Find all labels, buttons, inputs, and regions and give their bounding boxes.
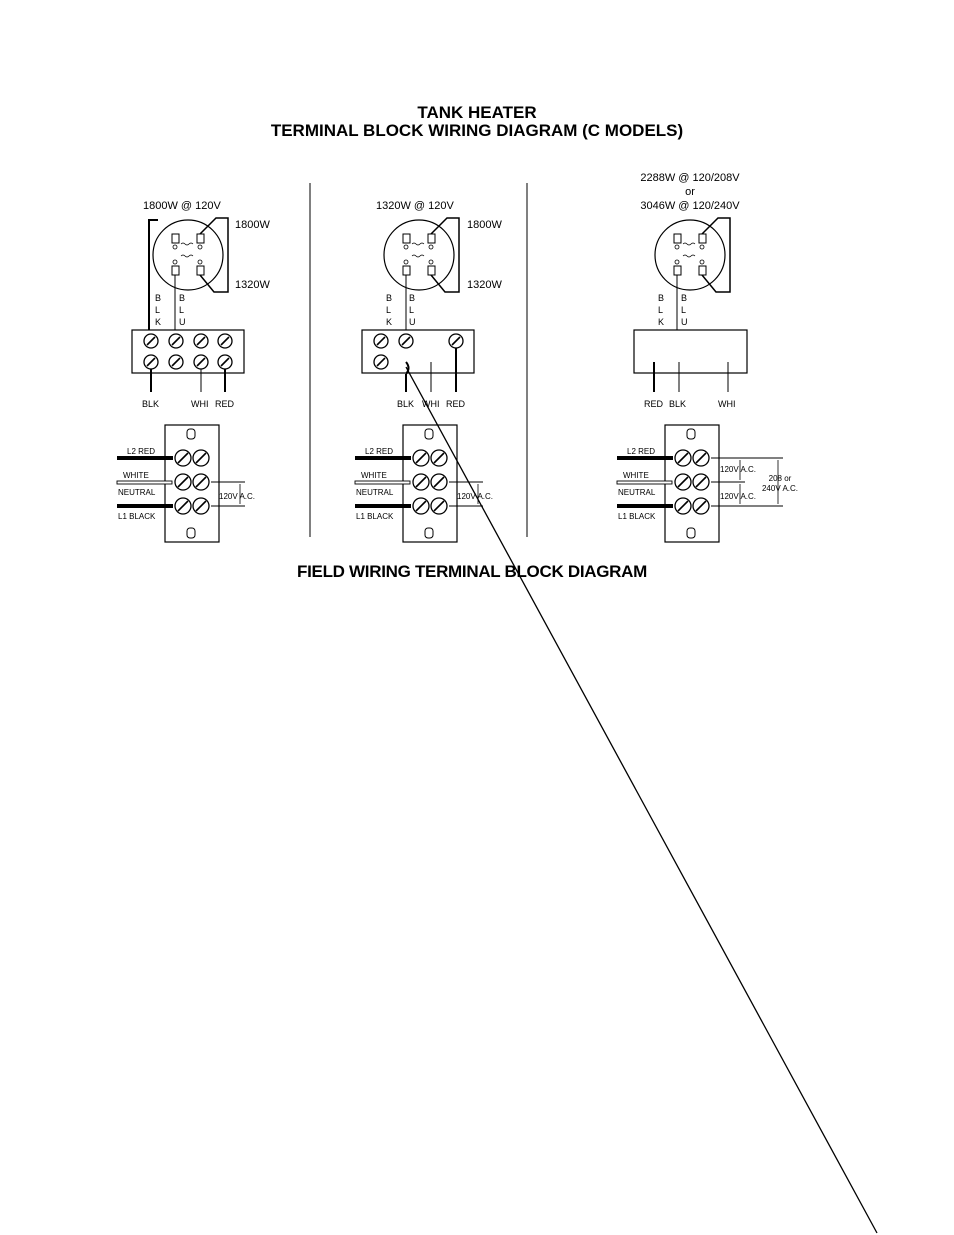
thermostat-dial bbox=[654, 219, 726, 291]
block-label: RED bbox=[215, 399, 235, 409]
field-wiring-3: L2 RED WHITE NEUTRAL L1 BLACK 120V A.C. … bbox=[616, 424, 798, 543]
voltage-label: 120V A.C. bbox=[219, 492, 255, 501]
field-wiring-title: FIELD WIRING TERMINAL BLOCK DIAGRAM bbox=[297, 562, 647, 581]
voltage-label: 120V A.C. bbox=[720, 492, 756, 501]
block-label: BLK bbox=[142, 399, 159, 409]
wire-label-neutral: NEUTRAL bbox=[118, 488, 156, 497]
block-label: RED bbox=[644, 399, 664, 409]
wire-label-l1: L1 BLACK bbox=[618, 512, 656, 521]
voltage-label: 120V A.C. bbox=[457, 492, 493, 501]
lead-letter: L bbox=[681, 305, 686, 315]
stray-line bbox=[405, 366, 878, 1234]
voltage-total-label: 208 or bbox=[769, 474, 792, 483]
receptacle bbox=[664, 424, 720, 543]
lead-letter: K bbox=[386, 317, 392, 327]
panel-1-rating: 1800W @ 120V bbox=[143, 200, 221, 212]
panel-3-rating-or: or bbox=[685, 186, 695, 198]
receptacle bbox=[402, 424, 458, 543]
lead-letter: B bbox=[409, 293, 415, 303]
lead-letter: U bbox=[179, 317, 186, 327]
receptacle bbox=[164, 424, 220, 543]
wire-label-white: WHITE bbox=[623, 471, 649, 480]
voltage-label: 120V A.C. bbox=[720, 465, 756, 474]
lead-letter: K bbox=[155, 317, 161, 327]
thermostat-dial bbox=[152, 219, 224, 291]
block-label: WHI bbox=[422, 399, 440, 409]
panel-2: 1320W @ 120V 1800W 1320W B L K B L U bbox=[361, 200, 502, 409]
lead-letter: K bbox=[658, 317, 664, 327]
lead-letter: L bbox=[179, 305, 184, 315]
wire-label-l1: L1 BLACK bbox=[356, 512, 394, 521]
voltage-total-label: 240V A.C. bbox=[762, 484, 798, 493]
panel-3-rating-1: 2288W @ 120/208V bbox=[640, 172, 740, 184]
lead-letter: U bbox=[681, 317, 688, 327]
lead-letter: B bbox=[658, 293, 664, 303]
panel-3: 2288W @ 120/208V or 3046W @ 120/240V B L… bbox=[633, 172, 748, 409]
wire-label-l2: L2 RED bbox=[365, 447, 393, 456]
lead-letter: L bbox=[386, 305, 391, 315]
lead-letter: B bbox=[681, 293, 687, 303]
lead-letter: L bbox=[409, 305, 414, 315]
terminal-block bbox=[633, 329, 748, 374]
block-label: BLK bbox=[397, 399, 414, 409]
panel-1-lower-element: 1320W bbox=[235, 279, 270, 291]
panel-3-rating-2: 3046W @ 120/240V bbox=[640, 200, 740, 212]
panel-1-upper-element: 1800W bbox=[235, 219, 270, 231]
panel-2-lower-element: 1320W bbox=[467, 279, 502, 291]
lead-letter: L bbox=[155, 305, 160, 315]
lead-letter: B bbox=[155, 293, 161, 303]
panel-2-rating: 1320W @ 120V bbox=[376, 200, 454, 212]
field-wiring-1: L2 RED WHITE NEUTRAL L1 BLACK 120V A.C. bbox=[116, 424, 255, 543]
diagram-title: TANK HEATER bbox=[417, 103, 537, 122]
block-label: RED bbox=[446, 399, 466, 409]
field-wiring-2: L2 RED WHITE NEUTRAL L1 BLACK 120V A.C. bbox=[354, 424, 493, 543]
lead-letter: U bbox=[409, 317, 416, 327]
panel-2-upper-element: 1800W bbox=[467, 219, 502, 231]
wire-label-l1: L1 BLACK bbox=[118, 512, 156, 521]
block-label: BLK bbox=[669, 399, 686, 409]
wire-label-white: WHITE bbox=[123, 471, 149, 480]
lead-letter: L bbox=[658, 305, 663, 315]
thermostat-dial bbox=[383, 219, 455, 291]
lead-letter: B bbox=[386, 293, 392, 303]
wire-label-neutral: NEUTRAL bbox=[618, 488, 656, 497]
panel-1: 1800W @ 120V 1800W 1320W B L K bbox=[131, 200, 270, 409]
diagram-subtitle: TERMINAL BLOCK WIRING DIAGRAM (C MODELS) bbox=[270, 121, 684, 140]
wire-label-l2: L2 RED bbox=[627, 447, 655, 456]
wire-label-neutral: NEUTRAL bbox=[356, 488, 394, 497]
lead-letter: B bbox=[179, 293, 185, 303]
wire-label-l2: L2 RED bbox=[127, 447, 155, 456]
wire-label-white: WHITE bbox=[361, 471, 387, 480]
block-label: WHI bbox=[191, 399, 209, 409]
block-label: WHI bbox=[718, 399, 736, 409]
